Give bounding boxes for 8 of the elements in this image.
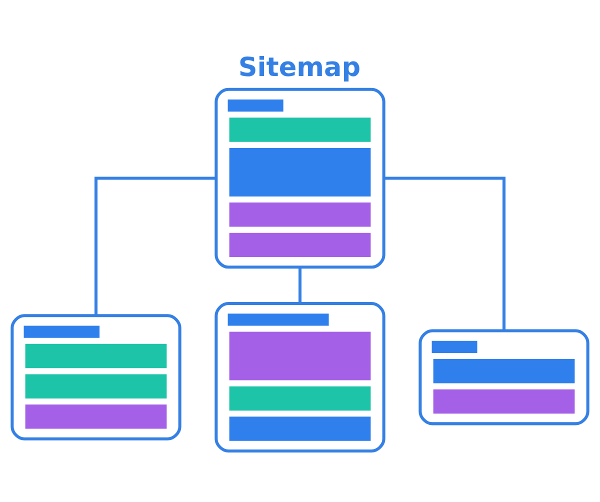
node-box [214, 87, 386, 268]
connector [298, 266, 302, 303]
node-box [10, 314, 182, 440]
node-box [418, 328, 590, 425]
connector [384, 176, 506, 330]
diagram-title: Sitemap [238, 52, 361, 83]
node-box [214, 302, 386, 452]
connector [94, 176, 216, 315]
